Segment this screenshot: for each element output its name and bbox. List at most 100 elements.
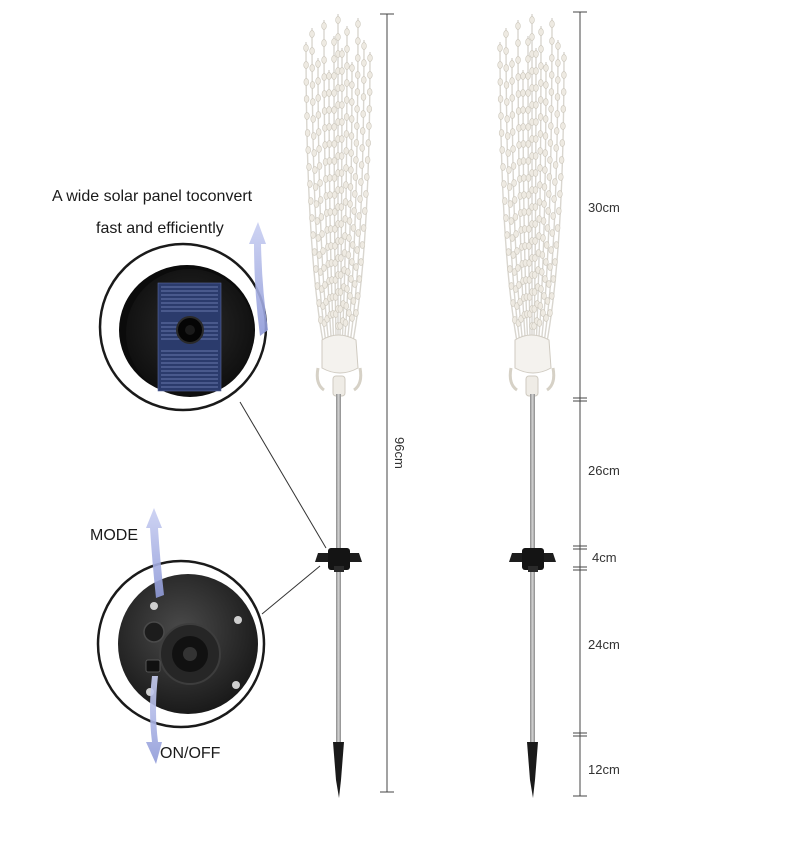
led-bead: [318, 213, 325, 221]
led-bead: [349, 258, 355, 266]
led-bead: [546, 280, 552, 288]
led-bead: [537, 164, 543, 172]
led-bead: [538, 285, 544, 293]
led-bead: [536, 319, 543, 327]
led-bead: [533, 67, 539, 75]
led-bead: [344, 28, 350, 36]
led-bead: [515, 56, 521, 64]
led-bead: [537, 96, 544, 104]
led-bead: [344, 285, 350, 293]
led-bead: [309, 64, 315, 72]
led-bead: [532, 152, 539, 160]
led-bead: [331, 106, 337, 114]
led-bead: [331, 140, 337, 148]
led-bead: [506, 183, 513, 191]
led-bead: [537, 147, 543, 155]
lower-pole-height-label: 24cm: [588, 637, 620, 652]
led-bead: [549, 54, 555, 62]
led-bead: [354, 246, 360, 254]
led-bead: [338, 237, 344, 245]
led-bead: [544, 297, 551, 305]
led-bead: [355, 54, 361, 62]
led-bead: [525, 157, 532, 165]
led-bead: [347, 200, 353, 208]
led-bead: [543, 81, 549, 89]
led-bead: [318, 196, 324, 204]
led-bead: [549, 37, 555, 45]
led-bead: [355, 20, 361, 28]
switch-base-circle-icon: [96, 559, 266, 729]
led-bead: [349, 98, 355, 106]
led-bead: [538, 62, 544, 70]
led-bead: [550, 212, 556, 220]
led-bead: [343, 164, 349, 172]
led-bead: [347, 292, 353, 300]
led-bead: [547, 156, 553, 164]
led-bead: [555, 76, 561, 84]
solar-panel-circle-icon: [98, 242, 268, 412]
led-bead: [348, 149, 354, 157]
led-bead: [346, 309, 352, 317]
led-bead: [558, 156, 565, 164]
led-bead: [361, 59, 367, 67]
led-bead: [338, 186, 345, 194]
led-bead: [321, 56, 327, 64]
led-bead: [316, 162, 323, 170]
led-bead: [367, 71, 373, 79]
led-bead: [542, 275, 548, 283]
led-bead: [350, 241, 356, 249]
left-light-head-hub: [315, 334, 363, 397]
led-bead: [353, 309, 359, 317]
led-bead: [545, 207, 551, 215]
led-bead: [306, 163, 312, 171]
led-bead: [311, 149, 317, 157]
led-bead: [520, 106, 526, 114]
led-bead: [361, 42, 367, 50]
led-bead: [497, 61, 503, 69]
led-bead: [337, 288, 344, 296]
led-bead: [511, 179, 517, 187]
led-bead: [313, 200, 320, 208]
led-bead: [304, 112, 310, 120]
led-bead: [515, 107, 522, 115]
led-bead: [316, 145, 322, 153]
led-bead: [537, 181, 543, 189]
led-bead: [350, 297, 357, 305]
led-bead: [358, 178, 364, 186]
fiber-strand: [351, 51, 371, 346]
led-bead: [501, 180, 507, 188]
left-stake-hub: [315, 548, 362, 572]
led-bead: [553, 144, 559, 152]
led-bead: [321, 264, 327, 272]
led-bead: [352, 280, 358, 288]
right-ground-spike: [527, 742, 538, 798]
led-bead: [555, 59, 561, 67]
led-bead: [538, 28, 544, 36]
led-bead: [315, 77, 321, 85]
led-bead: [312, 166, 318, 174]
led-bead: [552, 258, 558, 266]
led-bead: [303, 78, 309, 86]
led-bead: [549, 20, 555, 28]
right-upper-pole: [530, 394, 535, 549]
led-bead: [364, 156, 371, 164]
led-bead: [537, 130, 544, 138]
led-bead: [541, 292, 547, 300]
led-bead: [315, 60, 321, 68]
led-bead: [542, 132, 549, 140]
total-height-label: 96cm: [392, 437, 407, 469]
led-bead: [339, 101, 345, 109]
led-bead: [357, 195, 363, 203]
led-bead: [561, 54, 567, 62]
led-bead: [349, 115, 355, 123]
led-bead: [532, 186, 539, 194]
led-bead: [344, 79, 350, 87]
led-bead: [321, 22, 327, 30]
led-bead: [533, 50, 539, 58]
led-bead: [533, 101, 539, 109]
led-bead: [366, 105, 372, 113]
led-bead: [525, 174, 532, 182]
led-bead: [497, 95, 504, 103]
led-bead: [520, 157, 527, 165]
led-bead: [358, 258, 364, 266]
